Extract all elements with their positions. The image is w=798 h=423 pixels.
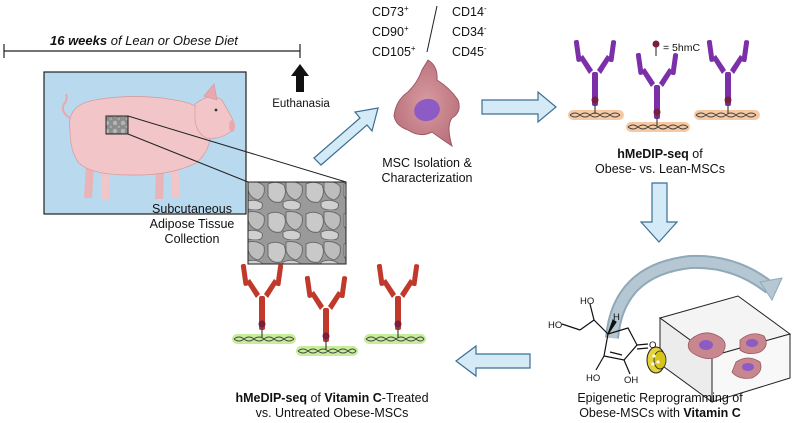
marker-cd34: CD34- [452, 23, 487, 39]
5hmc-legend-icon [652, 40, 660, 56]
timeline-weeks: 16 weeks [50, 33, 108, 48]
marker-cd45: CD45- [452, 43, 487, 59]
pig-panel [43, 71, 247, 215]
timeline-diet: of Lean or Obese Diet [110, 33, 238, 48]
arrow-to-hmedip [481, 90, 557, 124]
marker-cd90: CD90+ [372, 23, 409, 39]
vitc-atom-ho-left: HO [548, 320, 563, 331]
vitc-atom-ho-bottom: HO [586, 373, 601, 384]
adipose-micrograph [247, 181, 347, 265]
hmedip-purple-group [568, 39, 760, 132]
arrow-down-reprogram [639, 182, 679, 243]
msc-cell-icon [393, 59, 460, 148]
tissue-label: Subcutaneous Adipose Tissue Collection [149, 202, 235, 246]
vitc-atom-h: H [613, 312, 620, 323]
hmedip-red-group [232, 263, 426, 356]
euthanasia-arrow-icon [291, 64, 309, 92]
tissue-sample-site [105, 115, 129, 135]
reprogramming-label: Epigenetic Reprogramming of Obese-MSCs w… [577, 391, 743, 420]
hmedip-obese-lean-label: hMeDIP-seq of Obese- vs. Lean-MSCs [595, 147, 725, 176]
diet-timeline [3, 44, 301, 58]
vitc-atom-o: O [649, 340, 657, 351]
timeline-label: 16 weeks of Lean or Obese Diet [50, 33, 238, 48]
curved-reprogram-arrow [605, 254, 783, 339]
arrow-to-msc [313, 107, 379, 166]
arrow-to-vitc-hmedip [455, 344, 531, 378]
vitc-atom-ho-top: HO [580, 296, 595, 307]
marker-divider [426, 5, 438, 53]
hmedip-vitc-label: hMeDIP-seq of Vitamin C-Treated vs. Untr… [235, 391, 429, 420]
vitamin-c-structure [561, 303, 649, 375]
negative-markers: CD14- CD34- CD45- [452, 2, 487, 62]
vitc-atom-oh: OH [624, 375, 639, 386]
marker-cd73: CD73+ [372, 3, 409, 19]
euthanasia-label: Euthanasia [272, 98, 330, 110]
msc-label: MSC Isolation & Characterization [381, 156, 473, 185]
culture-flask-icon [646, 295, 792, 403]
marker-cd105: CD105+ [372, 43, 416, 59]
zoom-lines [127, 115, 347, 183]
marker-cd14: CD14- [452, 3, 487, 19]
positive-markers: CD73+ CD90+ CD105+ [372, 2, 416, 62]
pig-icon [61, 83, 235, 200]
5hmc-legend-label: = 5hmC [663, 42, 701, 54]
